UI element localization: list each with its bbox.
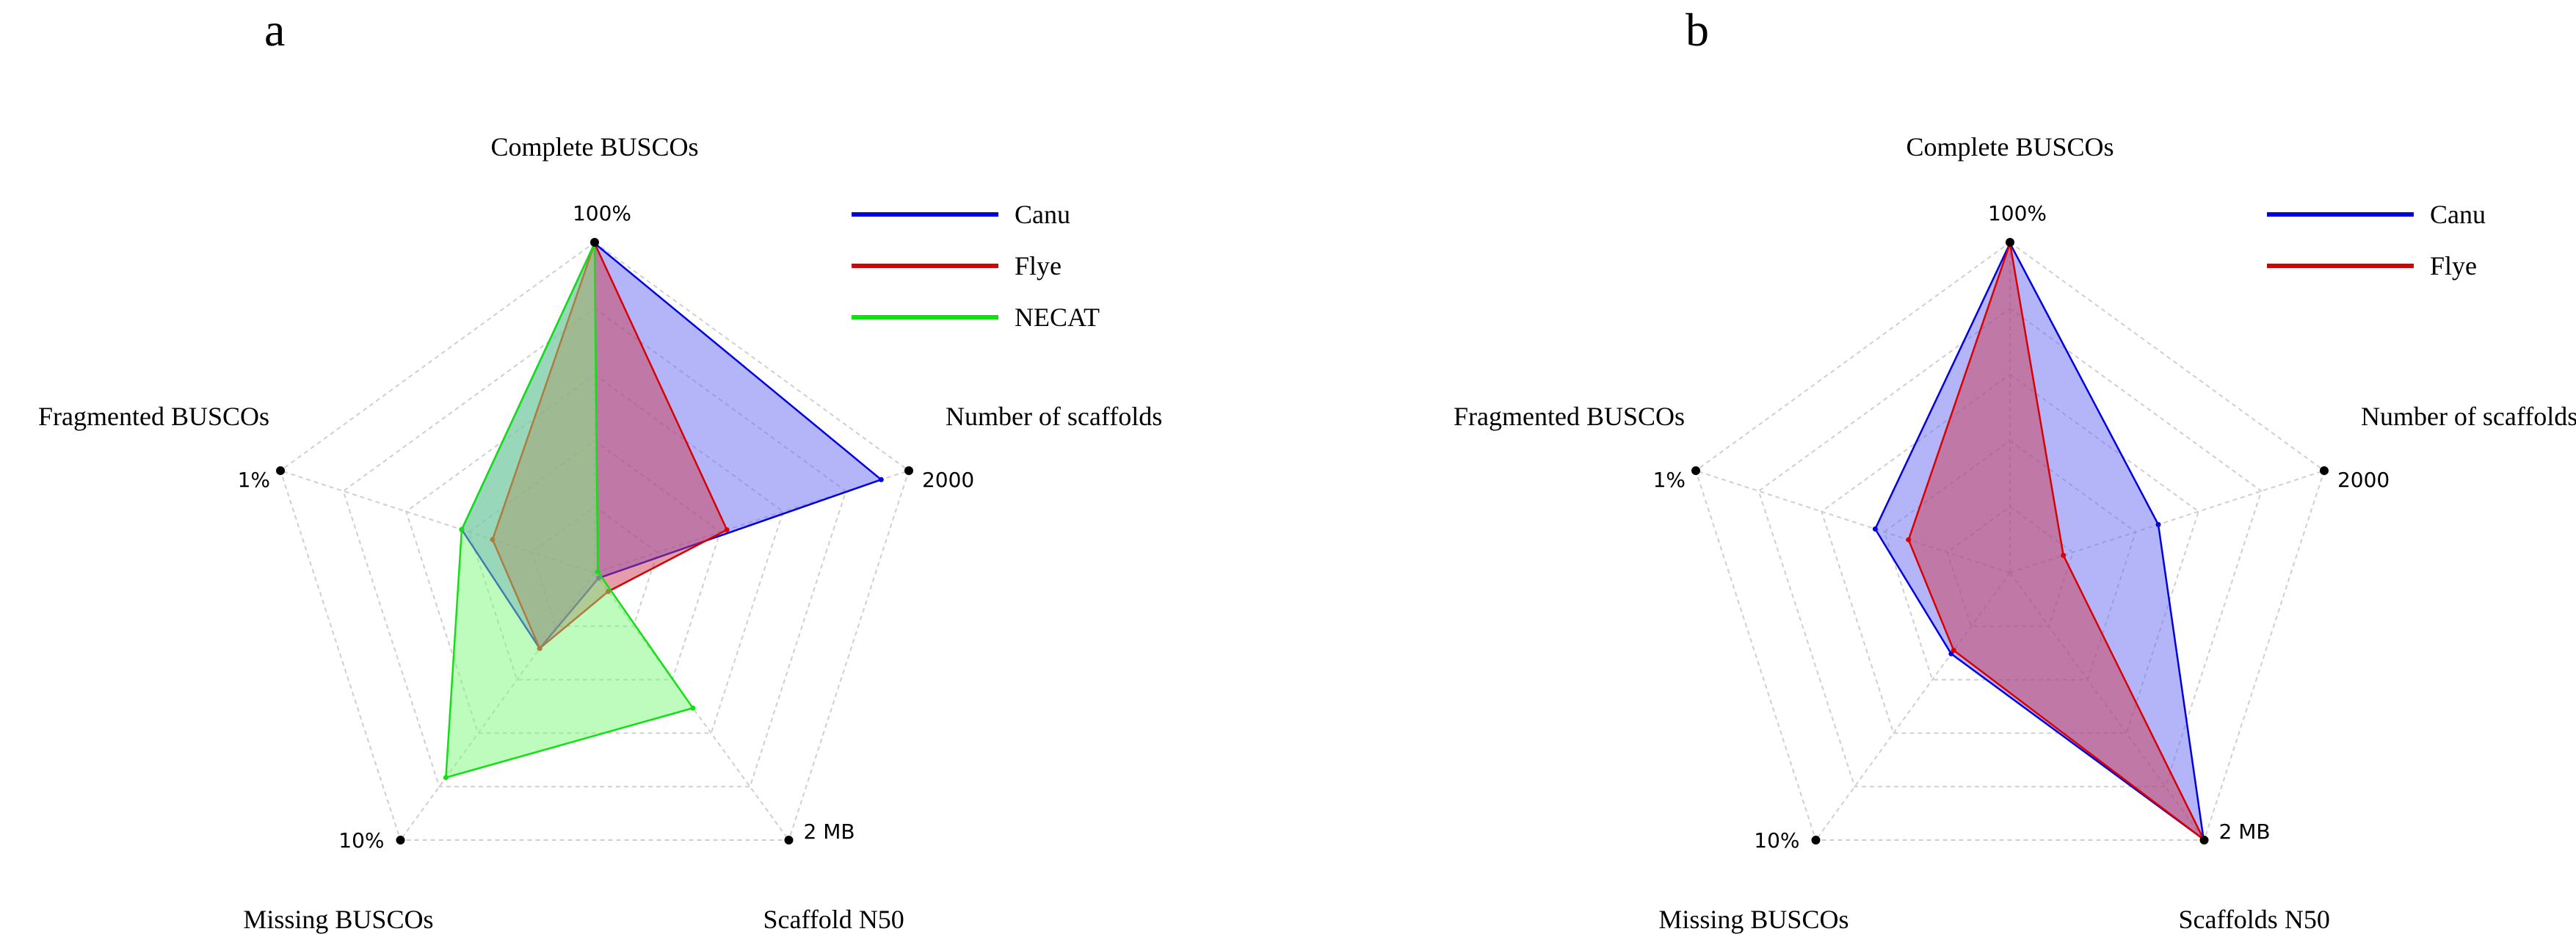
axis-end-dot <box>1691 466 1701 475</box>
data-point <box>1906 537 1912 543</box>
data-point <box>459 527 465 532</box>
panel-a: a 100% Complete BUSCOs 2000 Number of scaff… <box>38 4 1162 934</box>
series-area <box>445 242 694 779</box>
legend-label: Canu <box>2430 200 2486 229</box>
panel-b: b 100% Complete BUSCOs 2000 Number of scaff… <box>1454 4 2576 934</box>
axis-title: Fragmented BUSCOs <box>1454 402 1685 431</box>
axis-title: Number of scaffolds <box>946 402 1162 431</box>
axis-max-label: 1% <box>238 468 270 492</box>
data-point <box>443 775 449 781</box>
axis-max-label: 1% <box>1653 468 1686 492</box>
panel-letter: a <box>264 4 285 56</box>
axis-end-dot <box>1811 836 1821 845</box>
data-point <box>878 477 884 482</box>
axis-end-dot <box>2319 466 2329 475</box>
axis-title: Complete BUSCOs <box>1906 132 2114 162</box>
axis-title: Missing BUSCOs <box>243 905 433 934</box>
axis-max-label: 2000 <box>2337 468 2390 492</box>
data-point <box>595 569 601 575</box>
axis-spoke <box>1815 572 2011 841</box>
data-point <box>2155 521 2161 527</box>
grid-ring <box>279 241 910 842</box>
axis-title: Number of scaffolds <box>2361 402 2576 431</box>
legend-label: Canu <box>1015 200 1070 229</box>
data-point <box>1872 526 1878 532</box>
axis-max-label: 2 MB <box>2219 820 2271 844</box>
series-necat <box>443 240 696 781</box>
axis-spoke <box>2009 469 2325 574</box>
axis-max-label: 2 MB <box>804 820 855 844</box>
axis-title: Complete BUSCOs <box>490 132 698 162</box>
panel-letter: b <box>1686 4 1709 56</box>
grid-ring <box>1821 373 2199 734</box>
axis-end-dot <box>590 238 599 247</box>
axis-title: Scaffold N50 <box>763 905 904 934</box>
axis-max-label: 100% <box>573 201 631 225</box>
legend-label: NECAT <box>1015 303 1100 332</box>
data-point <box>2061 552 2067 558</box>
legend-label: Flye <box>1015 251 1062 281</box>
axis-spoke <box>280 469 595 574</box>
axis-title: Missing BUSCOs <box>1658 905 1848 934</box>
axis-max-label: 10% <box>338 828 384 853</box>
grid-ring <box>1757 307 2263 788</box>
axis-end-dot <box>276 466 286 475</box>
axis-end-dot <box>396 836 405 845</box>
grid-ring <box>1694 241 2326 842</box>
axis-spoke <box>1695 469 2011 574</box>
series-area <box>1907 242 2205 840</box>
axis-end-dot <box>904 466 913 475</box>
axis-end-dot <box>784 836 794 845</box>
axis-end-dot <box>2199 836 2209 845</box>
legend-label: Flye <box>2430 251 2477 281</box>
axis-max-label: 10% <box>1754 828 1799 853</box>
data-point <box>690 705 696 711</box>
axis-max-label: 2000 <box>922 468 974 492</box>
axis-end-dot <box>2006 238 2014 247</box>
axis-max-label: 100% <box>1988 201 2047 225</box>
data-point <box>1951 648 1956 654</box>
axis-title: Scaffolds N50 <box>2179 905 2330 934</box>
data-point <box>724 527 730 532</box>
axis-title: Fragmented BUSCOs <box>38 402 269 431</box>
